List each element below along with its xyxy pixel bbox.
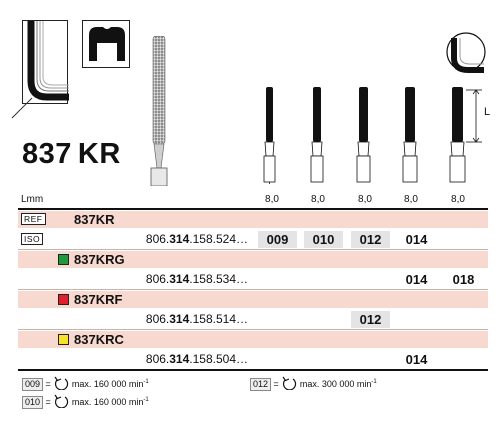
table-row-iso: ISO 806.314.158.524… 009 010 012 014 [18,231,488,248]
speed-note: 010 = max. 160 000 min-1 [22,394,149,409]
note-speed: max. 300 000 min [299,379,372,389]
row-divider [18,249,488,250]
reference-number: 806.314.158.524… [118,231,248,248]
ref-bold: 314 [169,352,190,366]
table-row-name: REF 837KR [18,211,488,228]
length-value: 8,0 [265,194,279,205]
length-value: 8,0 [451,194,465,205]
color-code-square [58,334,69,345]
note-size-box: 010 [22,396,44,409]
variant-name: 837KR [74,212,115,227]
note-equals: = [45,397,51,407]
tip-detail-magnifier [446,32,486,143]
reference-number: 806.314.158.514… [118,311,248,328]
rotation-icon [54,394,69,409]
note-equals: = [45,379,51,389]
table-row-name: 837KRC [18,331,488,348]
ref-prefix: 806. [145,352,170,366]
note-equals: = [273,379,279,389]
row-divider [18,329,488,330]
variant-name: 837KRF [74,292,123,307]
rotation-icon [282,376,297,391]
speed-note: 009 = max. 160 000 min-1 [22,376,149,391]
size-cell: 010 [304,231,343,248]
product-title-suffix: KR [77,138,121,170]
size-cell: 014 [405,232,428,247]
table-bottom-rule [18,369,488,371]
size-cell: 018 [452,272,475,287]
leader-line [11,97,33,119]
length-value: 8,0 [358,194,372,205]
table-row-name: 837KRG [18,251,488,268]
table-row-iso: 806.314.158.534… 014 018 [18,271,488,288]
bur-side-view [150,36,168,186]
note-size-box: 012 [250,378,272,391]
ref-suffix: .158.524… [189,232,248,246]
size-cell: 009 [258,231,297,248]
tooth-icon [89,27,125,61]
size-cell: 012 [351,311,390,328]
table-row-iso: 806.314.158.504… 014 [18,351,488,368]
variant-name: 837KRG [74,252,125,267]
rotation-icon [54,376,69,391]
bur-profile-icon [27,21,69,101]
ref-tag: REF [21,213,46,225]
ref-prefix: 806. [145,232,170,246]
ref-bold: 314 [169,272,190,286]
note-speed: max. 160 000 min [71,397,144,407]
table-row-name: 837KRF [18,291,488,308]
length-dimension-label: L [484,106,491,118]
color-code-square [58,294,69,305]
note-exponent: -1 [143,379,149,385]
speed-note: 012 = max. 300 000 min-1 [250,376,377,391]
size-cell: 012 [351,231,390,248]
note-speed: max. 160 000 min [71,379,144,389]
note-exponent: -1 [143,397,149,403]
ref-suffix: .158.504… [189,352,248,366]
note-size-box: 009 [22,378,44,391]
product-title-number: 837 [22,138,72,170]
ref-prefix: 806. [145,272,170,286]
tooth-preparation-illustration [82,20,130,68]
note-exponent: -1 [371,379,377,385]
variant-name: 837KRC [74,332,124,347]
length-value: 8,0 [404,194,418,205]
ref-suffix: .158.514… [189,312,248,326]
ref-bold: 314 [169,312,190,326]
row-divider [18,289,488,290]
bur-profile-illustration [22,20,69,104]
length-value: 8,0 [311,194,325,205]
color-code-square [58,254,69,265]
size-cell [444,231,483,248]
table-row-iso: 806.314.158.514… 012 [18,311,488,328]
ref-bold: 314 [169,232,190,246]
bur-silhouettes [263,87,466,184]
reference-number: 806.314.158.504… [118,351,248,368]
table-top-rule [18,208,488,210]
ref-prefix: 806. [145,312,170,326]
size-cell: 014 [405,352,428,367]
length-column-label: Lmm [21,194,44,205]
ref-suffix: .158.534… [189,272,248,286]
reference-number: 806.314.158.534… [118,271,248,288]
iso-tag: ISO [21,233,44,245]
size-cell: 014 [405,272,428,287]
